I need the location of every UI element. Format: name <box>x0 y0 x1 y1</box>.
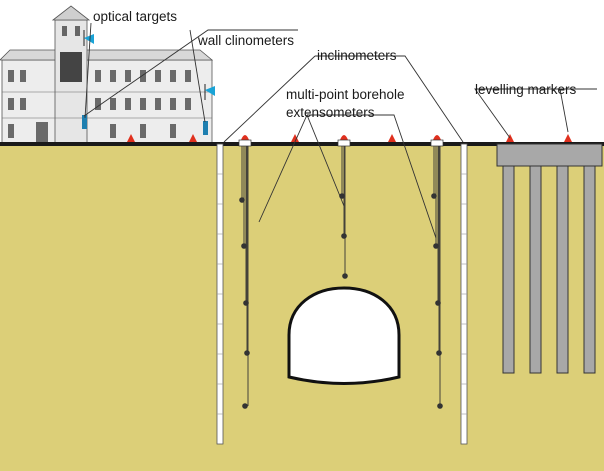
optical-target-icon <box>204 84 215 100</box>
levelling-markers-label: levelling markers <box>475 82 577 97</box>
optical-targets-label: optical targets <box>93 9 177 24</box>
building <box>0 5 214 145</box>
wall-clinometer-icon <box>82 115 208 135</box>
wall-clinometers-label: wall clinometers <box>197 33 294 48</box>
inclinometer-tube <box>216 143 224 445</box>
extensometer-right <box>430 139 444 409</box>
optical-target-icon <box>83 30 94 46</box>
tunnel-cross-section <box>287 286 401 385</box>
inclinometer-tube <box>460 143 468 445</box>
inclinometers-label: inclinometers <box>317 48 397 63</box>
extensometers-label-line1: multi-point borehole <box>286 87 405 102</box>
pile-foundation <box>496 143 603 374</box>
ground-line <box>0 142 604 146</box>
leader-lines <box>83 22 597 239</box>
extensometers-label-line2: extensometers <box>286 105 375 120</box>
extensometer-left <box>238 139 252 409</box>
levelling-marker-icons <box>127 134 572 142</box>
